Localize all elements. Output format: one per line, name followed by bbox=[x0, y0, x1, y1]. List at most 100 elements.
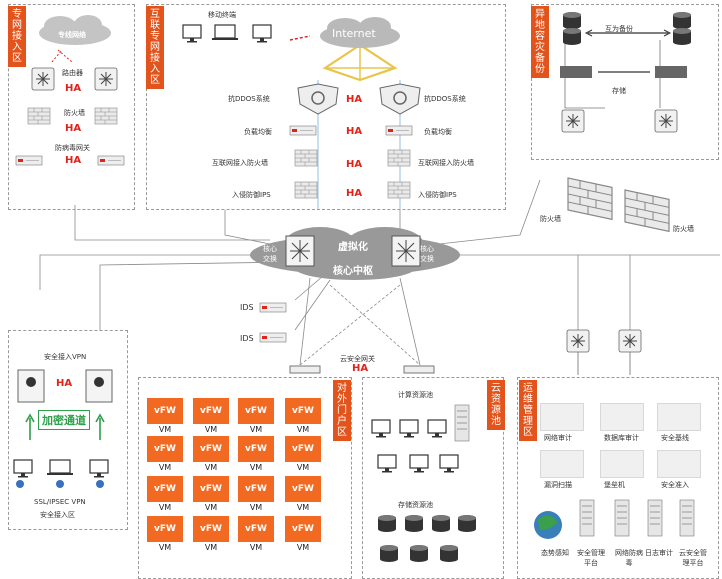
storage-pool-label: 存储资源池 bbox=[398, 501, 433, 509]
router-icons bbox=[31, 49, 118, 91]
vfw-box: vFW bbox=[193, 476, 229, 502]
ops-tool-icon bbox=[600, 403, 644, 431]
ops-tool-icon bbox=[540, 450, 584, 478]
vpn-zone bbox=[8, 330, 128, 530]
vfw-box: vFW bbox=[147, 398, 183, 424]
ops-tool-icon bbox=[600, 450, 644, 478]
vm-label: VM bbox=[249, 425, 263, 434]
anti-ddos-icons bbox=[297, 83, 421, 115]
vfw-box: vFW bbox=[285, 476, 321, 502]
ops-switch-icons bbox=[566, 329, 642, 375]
vpn-arrows bbox=[25, 413, 105, 440]
storage-label: 存储 bbox=[612, 87, 626, 95]
vm-label: VM bbox=[249, 543, 263, 552]
vfw-box: vFW bbox=[238, 398, 274, 424]
internet-ha-2: HA bbox=[346, 126, 363, 137]
mutual-backup-label: 互为备份 bbox=[605, 25, 633, 33]
ops-bottom-icons bbox=[534, 499, 695, 539]
ops-tool-label: 数据库审计 bbox=[604, 434, 639, 442]
vm-label: VM bbox=[249, 463, 263, 472]
backup-zone bbox=[531, 4, 719, 160]
ops-bottom-label: 云安全管理平台 bbox=[679, 549, 707, 567]
router-label: 路由器 bbox=[62, 69, 83, 77]
internet-zone bbox=[146, 4, 506, 210]
ops-bottom-label: 安全管理平台 bbox=[577, 549, 605, 567]
vpn-ha: HA bbox=[56, 378, 73, 389]
big-firewall-icons bbox=[567, 177, 670, 232]
vfw-box: vFW bbox=[285, 436, 321, 462]
vm-label: VM bbox=[296, 463, 310, 472]
dedicated-zone bbox=[8, 4, 135, 210]
ips-label-left: 入侵防御IPS bbox=[232, 191, 271, 199]
core-switch-label-left: 核心交换 bbox=[263, 245, 277, 263]
vm-label: VM bbox=[158, 503, 172, 512]
dedicated-ha-2: HA bbox=[65, 123, 82, 134]
core-hub-label: 核心中枢 bbox=[333, 266, 373, 277]
internet-label: Internet bbox=[332, 27, 376, 40]
core-switch-label-right: 核心交换 bbox=[420, 245, 434, 263]
anti-ddos-label-left: 抗DDOS系统 bbox=[228, 95, 270, 103]
internet-ha-3: HA bbox=[346, 159, 363, 170]
vpn-device-icons bbox=[17, 369, 113, 403]
vm-label: VM bbox=[204, 425, 218, 434]
ops-tool-label: 漏洞扫描 bbox=[544, 481, 572, 489]
dedicated-cloud-label: 专线网络 bbox=[58, 31, 86, 39]
vm-label: VM bbox=[158, 425, 172, 434]
vm-label: VM bbox=[204, 463, 218, 472]
vpn-title: 安全接入VPN bbox=[44, 353, 87, 361]
ids-label-1: IDS bbox=[240, 303, 254, 312]
zone-tag-dmz: 对外门户区 bbox=[333, 380, 351, 441]
ops-bottom-label: 网络防病毒 bbox=[615, 549, 643, 567]
encrypt-channel-label: 加密通道 bbox=[38, 410, 90, 430]
internet-fw-label-right: 互联网接入防火墙 bbox=[418, 159, 474, 167]
vm-label: VM bbox=[158, 543, 172, 552]
vpn-footer-1: SSL/IPSEC VPN bbox=[34, 498, 86, 506]
vm-label: VM bbox=[296, 543, 310, 552]
vm-label: VM bbox=[296, 503, 310, 512]
ops-tool-label: 网络审计 bbox=[544, 434, 572, 442]
vfw-box: vFW bbox=[147, 476, 183, 502]
vpn-client-icons bbox=[13, 459, 109, 488]
ops-tool-icon bbox=[540, 403, 584, 431]
dedicated-cloud bbox=[39, 15, 111, 45]
firewall-label-left: 防火墙 bbox=[540, 215, 561, 223]
ids-label-2: IDS bbox=[240, 334, 254, 343]
gateway-label: 云安全网关 bbox=[340, 355, 375, 363]
ips-label-right: 入侵防御IPS bbox=[418, 191, 457, 199]
lb-label-left: 负载均衡 bbox=[244, 128, 272, 136]
ops-tool-icon bbox=[657, 403, 701, 431]
zone-tag-backup: 异地容灾备份 bbox=[531, 6, 549, 78]
internet-ha-4: HA bbox=[346, 188, 363, 199]
zone-tag-dedicated: 专网接入区 bbox=[8, 6, 26, 67]
anti-ddos-label-right: 抗DDOS系统 bbox=[424, 95, 466, 103]
vfw-box: vFW bbox=[147, 516, 183, 542]
backup-storage-icons bbox=[560, 12, 691, 133]
internet-fw-label-left: 互联网接入防火墙 bbox=[212, 159, 268, 167]
vfw-box: vFW bbox=[285, 398, 321, 424]
mobile-terminal-label: 移动终端 bbox=[208, 11, 236, 19]
vfw-box: vFW bbox=[238, 516, 274, 542]
vm-label: VM bbox=[204, 503, 218, 512]
ops-bottom-label: 态势感知 bbox=[541, 549, 569, 557]
vfw-box: vFW bbox=[147, 436, 183, 462]
internet-cloud bbox=[320, 17, 400, 48]
vfw-box: vFW bbox=[285, 516, 321, 542]
cloud-resource-zone bbox=[362, 377, 504, 579]
ops-tool-label: 安全基线 bbox=[661, 434, 689, 442]
terminal-icons bbox=[182, 24, 272, 44]
vfw-box: vFW bbox=[193, 436, 229, 462]
zone-tag-ops: 运维管理区 bbox=[519, 380, 537, 441]
core-switch-icons bbox=[285, 235, 421, 267]
ops-tool-label: 堡垒机 bbox=[604, 481, 625, 489]
dedicated-ha-3: HA bbox=[65, 155, 82, 166]
vm-label: VM bbox=[249, 503, 263, 512]
firewall-label-right: 防火墙 bbox=[673, 225, 694, 233]
vfw-box: vFW bbox=[238, 436, 274, 462]
vm-label: VM bbox=[296, 425, 310, 434]
connection-lines bbox=[39, 40, 720, 366]
zone-tag-internet: 互联专网接入区 bbox=[146, 6, 164, 89]
vpn-footer-2: 安全接入区 bbox=[40, 511, 75, 519]
av-gateway-label: 防病毒网关 bbox=[55, 144, 90, 152]
dedicated-fw-label: 防火墙 bbox=[64, 109, 85, 117]
